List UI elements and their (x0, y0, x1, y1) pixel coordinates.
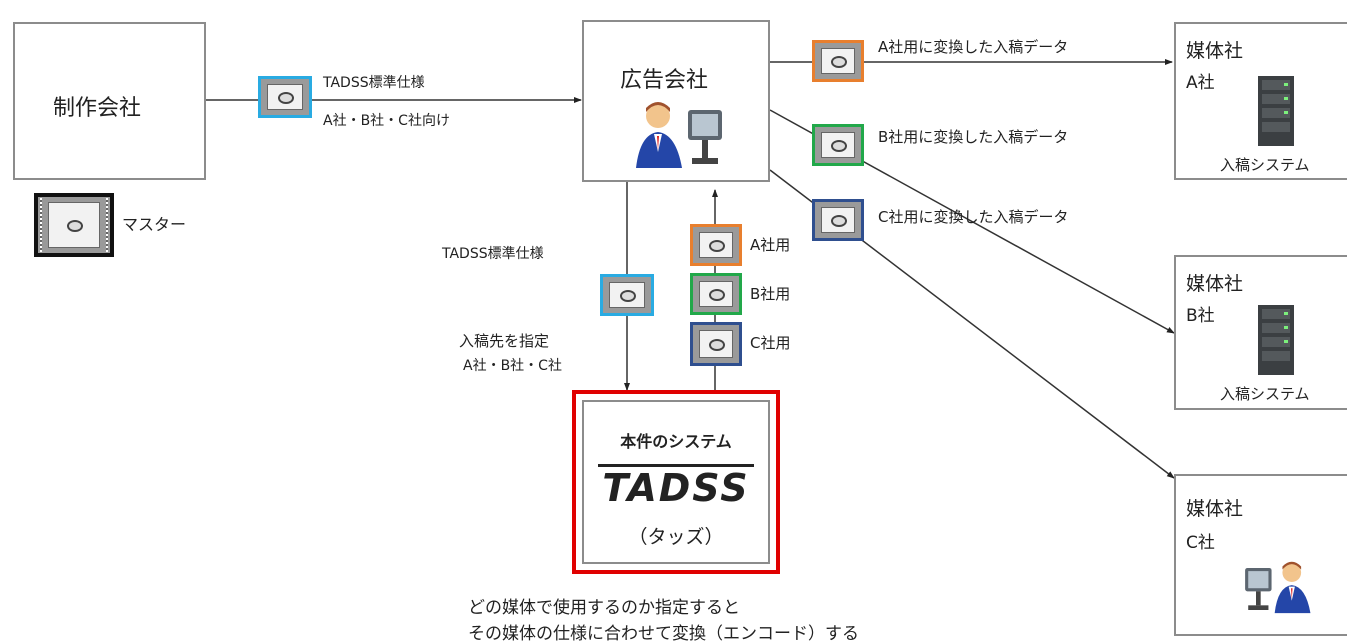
tadss-reading: （タッズ） (628, 526, 724, 548)
production-company-label: 制作会社 (53, 96, 142, 121)
spec-down-label: TADSS標準仕様 (442, 246, 544, 262)
tadss-logo: TADSS (602, 466, 750, 510)
up-b-label: B社用 (750, 285, 791, 303)
media-b-title: 媒体社 (1186, 273, 1244, 295)
film-icon (812, 40, 864, 82)
ad-agency-label: 広告会社 (620, 68, 709, 93)
media-a-box: 媒体社 A社 入稿システム (1174, 22, 1347, 180)
tadss-title: 本件のシステム (620, 432, 732, 451)
dest-label: 入稿先を指定 (459, 332, 550, 350)
master-label: マスター (122, 215, 187, 234)
up-a-label: A社用 (750, 236, 791, 254)
media-a-title: 媒体社 (1186, 40, 1244, 62)
conv-b-label: B社用に変換した入稿データ (878, 128, 1069, 146)
ad-agency-box: 広告会社 (582, 20, 770, 182)
tadss-box: 本件のシステム TADSS （タッズ） (572, 390, 780, 574)
person-at-computer-icon (636, 102, 722, 168)
film-icon (812, 199, 864, 241)
caption-line-1: どの媒体で使用するのか指定すると (468, 598, 740, 618)
film-icon (690, 273, 742, 315)
conv-c-label: C社用に変換した入稿データ (878, 208, 1069, 226)
spec-top-label: TADSS標準仕様 (323, 75, 425, 91)
film-icon (690, 322, 742, 366)
dest-companies-label: A社・B社・C社 (463, 358, 562, 374)
media-a-system-label: 入稿システム (1220, 156, 1310, 174)
server-icon (1258, 305, 1294, 375)
film-icon (812, 124, 864, 166)
up-c-label: C社用 (750, 334, 791, 352)
media-b-box: 媒体社 B社 入稿システム (1174, 255, 1347, 410)
media-c-title: 媒体社 (1186, 498, 1244, 520)
conv-a-label: A社用に変換した入稿データ (878, 38, 1069, 56)
media-b-system-label: 入稿システム (1220, 385, 1310, 403)
media-a-company: A社 (1186, 73, 1215, 93)
film-icon (600, 274, 654, 316)
server-icon (1258, 76, 1294, 146)
tadss-logo-rule (598, 464, 754, 467)
media-b-company: B社 (1186, 306, 1215, 326)
media-c-company: C社 (1186, 533, 1215, 553)
caption-line-2: その媒体の仕様に合わせて変換（エンコード）する (468, 624, 859, 644)
spec-top-companies-label: A社・B社・C社向け (323, 113, 450, 129)
film-icon (690, 224, 742, 266)
film-icon (34, 193, 114, 257)
person-at-computer-icon (1245, 561, 1311, 614)
media-c-box: 媒体社 C社 (1174, 474, 1347, 636)
production-company-box: 制作会社 (13, 22, 206, 180)
film-icon (258, 76, 312, 118)
